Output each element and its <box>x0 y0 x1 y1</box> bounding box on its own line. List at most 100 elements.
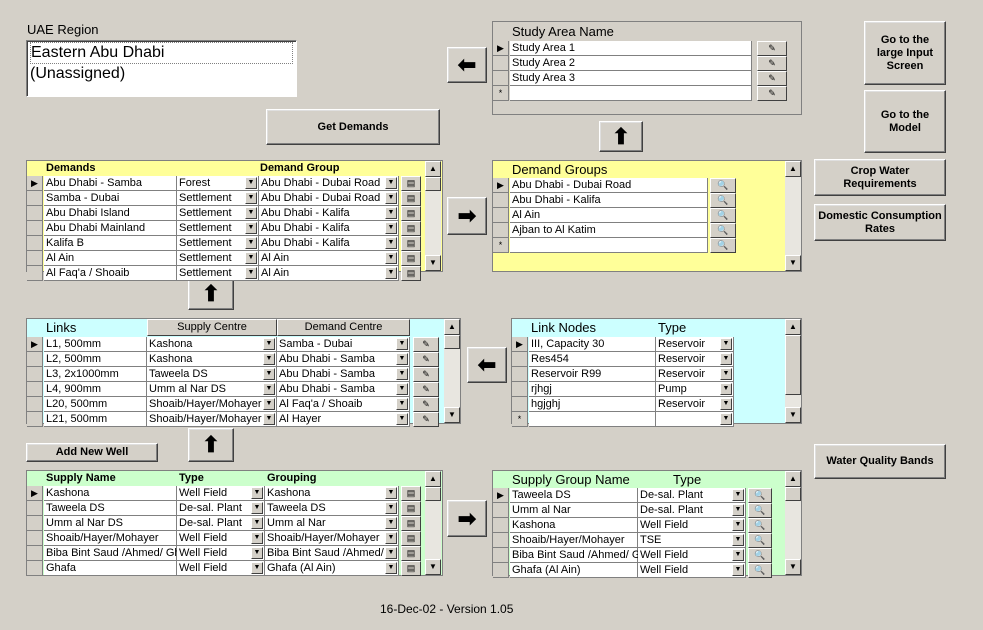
chevron-down-icon[interactable]: ▼ <box>263 338 275 350</box>
demand-name-cell[interactable]: Al Faq'a / Shoaib <box>44 266 177 281</box>
supply-group-name-cell[interactable]: Umm al Nar <box>510 503 638 518</box>
chevron-down-icon[interactable]: ▼ <box>732 489 744 501</box>
record-selector[interactable] <box>512 382 528 397</box>
chevron-down-icon[interactable]: ▼ <box>385 562 397 574</box>
supply-name-cell[interactable]: Taweela DS <box>44 501 177 516</box>
demand-type-select[interactable]: Settlement <box>177 221 259 236</box>
record-selector[interactable] <box>493 518 509 533</box>
get-demands-button[interactable]: Get Demands <box>266 109 440 145</box>
link-node-name-cell[interactable]: hgjghj <box>529 397 656 412</box>
magnify-icon[interactable]: 🔍 <box>748 503 772 518</box>
chevron-down-icon[interactable]: ▼ <box>732 504 744 516</box>
chevron-down-icon[interactable]: ▼ <box>385 502 397 514</box>
open-form-icon[interactable]: ▤ <box>401 251 421 266</box>
link-name-cell[interactable]: L21, 500mm <box>44 412 147 427</box>
chevron-down-icon[interactable]: ▼ <box>263 398 275 410</box>
record-selector[interactable] <box>27 412 43 427</box>
water-quality-button[interactable]: Water Quality Bands <box>814 444 946 479</box>
right-arrow-button[interactable]: ➡ <box>447 500 487 537</box>
chevron-down-icon[interactable]: ▼ <box>245 207 257 219</box>
demand-group-select[interactable]: Abu Dhabi - Kalifa <box>259 221 399 236</box>
demand-name-cell[interactable]: Samba - Dubai <box>44 191 177 206</box>
supply-grouping-select[interactable]: Biba Bint Saud /Ahmed/ <box>265 546 399 561</box>
supply-type-select[interactable]: Well Field <box>177 486 265 501</box>
demand-group-select[interactable]: Al Ain <box>259 266 399 281</box>
open-form-icon[interactable]: ▤ <box>401 266 421 281</box>
magnify-icon[interactable]: 🔍 <box>710 208 736 223</box>
open-form-icon[interactable]: ▤ <box>401 516 421 531</box>
open-form-icon[interactable]: ▤ <box>401 561 421 576</box>
open-form-icon[interactable]: ▤ <box>401 176 421 191</box>
demand-type-select[interactable]: Settlement <box>177 266 259 281</box>
study-area-name-cell[interactable]: Study Area 1 <box>510 41 752 56</box>
supply-centre-select[interactable]: Shoaib/Hayer/Mohayer <box>147 412 277 427</box>
demand-type-select[interactable]: Settlement <box>177 251 259 266</box>
right-arrow-button[interactable]: ➡ <box>447 197 487 235</box>
chevron-down-icon[interactable]: ▼ <box>385 487 397 499</box>
supply-group-type-select[interactable]: De-sal. Plant <box>638 503 746 518</box>
demand-centre-select[interactable]: Al Faq'a / Shoaib <box>277 397 410 412</box>
record-selector[interactable] <box>493 548 509 563</box>
chevron-down-icon[interactable]: ▼ <box>385 252 397 264</box>
scrollbar[interactable]: ▲▼ <box>444 319 460 423</box>
chevron-down-icon[interactable]: ▼ <box>385 192 397 204</box>
edit-list-icon[interactable]: ✎ <box>757 56 787 71</box>
supply-group-type-select[interactable]: Well Field <box>638 548 746 563</box>
magnify-icon[interactable]: 🔍 <box>748 488 772 503</box>
chevron-down-icon[interactable]: ▼ <box>396 353 408 365</box>
record-selector[interactable] <box>493 223 509 238</box>
supply-name-cell[interactable]: Umm al Nar DS <box>44 516 177 531</box>
supply-group-name-cell[interactable]: Ghafa (Al Ain) <box>510 563 638 578</box>
record-selector[interactable] <box>493 193 509 208</box>
magnify-icon[interactable]: 🔍 <box>748 563 772 578</box>
record-selector[interactable] <box>27 546 43 561</box>
link-name-cell[interactable]: L1, 500mm <box>44 337 147 352</box>
chevron-down-icon[interactable]: ▼ <box>396 368 408 380</box>
study-area-name-cell[interactable]: Study Area 3 <box>510 71 752 86</box>
record-selector[interactable] <box>493 56 509 71</box>
supply-centre-select[interactable]: Taweela DS <box>147 367 277 382</box>
supply-name-cell[interactable]: Ghafa <box>44 561 177 576</box>
link-node-type-select[interactable]: Reservoir <box>656 352 734 367</box>
demand-name-cell[interactable]: Abu Dhabi - Samba <box>44 176 177 191</box>
uae-region-item[interactable]: (Unassigned) <box>30 65 126 82</box>
chevron-down-icon[interactable]: ▼ <box>720 353 732 365</box>
record-selector[interactable] <box>27 516 43 531</box>
left-arrow-button[interactable]: ⬅ <box>467 347 507 383</box>
demand-group-select[interactable]: Abu Dhabi - Dubai Road <box>259 191 399 206</box>
record-selector[interactable]: ▶ <box>493 41 509 56</box>
link-node-type-select[interactable]: Reservoir <box>656 337 734 352</box>
record-selector[interactable] <box>27 397 43 412</box>
chevron-down-icon[interactable]: ▼ <box>245 192 257 204</box>
chevron-down-icon[interactable]: ▼ <box>245 267 257 279</box>
chevron-down-icon[interactable]: ▼ <box>732 519 744 531</box>
supply-grouping-select[interactable]: Taweela DS <box>265 501 399 516</box>
edit-list-icon[interactable]: ✎ <box>413 337 439 352</box>
go-to-model-button[interactable]: Go to the Model <box>864 90 946 153</box>
edit-list-icon[interactable]: ✎ <box>413 382 439 397</box>
demand-name-cell[interactable]: Abu Dhabi Island <box>44 206 177 221</box>
demand-type-select[interactable]: Settlement <box>177 206 259 221</box>
magnify-icon[interactable]: 🔍 <box>710 223 736 238</box>
demand-group-select[interactable]: Al Ain <box>259 251 399 266</box>
magnify-icon[interactable]: 🔍 <box>748 533 772 548</box>
magnify-icon[interactable]: 🔍 <box>748 518 772 533</box>
demand-group-select[interactable]: Abu Dhabi - Kalifa <box>259 236 399 251</box>
link-name-cell[interactable]: L2, 500mm <box>44 352 147 367</box>
chevron-down-icon[interactable]: ▼ <box>385 547 397 559</box>
add-new-well-button[interactable]: Add New Well <box>26 443 158 462</box>
supply-group-name-cell[interactable]: Taweela DS <box>510 488 638 503</box>
chevron-down-icon[interactable]: ▼ <box>251 487 263 499</box>
record-selector[interactable] <box>27 266 43 281</box>
supply-type-select[interactable]: De-sal. Plant <box>177 501 265 516</box>
up-arrow-button[interactable]: ⬆ <box>188 278 234 310</box>
demand-type-select[interactable]: Settlement <box>177 236 259 251</box>
chevron-down-icon[interactable]: ▼ <box>732 549 744 561</box>
record-selector[interactable]: ▶ <box>27 337 43 352</box>
supply-name-cell[interactable]: Kashona <box>44 486 177 501</box>
supply-group-name-cell[interactable]: Shoaib/Hayer/Mohayer <box>510 533 638 548</box>
chevron-down-icon[interactable]: ▼ <box>385 222 397 234</box>
demand-type-select[interactable]: Settlement <box>177 191 259 206</box>
open-form-icon[interactable]: ▤ <box>401 191 421 206</box>
magnify-icon[interactable]: 🔍 <box>748 548 772 563</box>
